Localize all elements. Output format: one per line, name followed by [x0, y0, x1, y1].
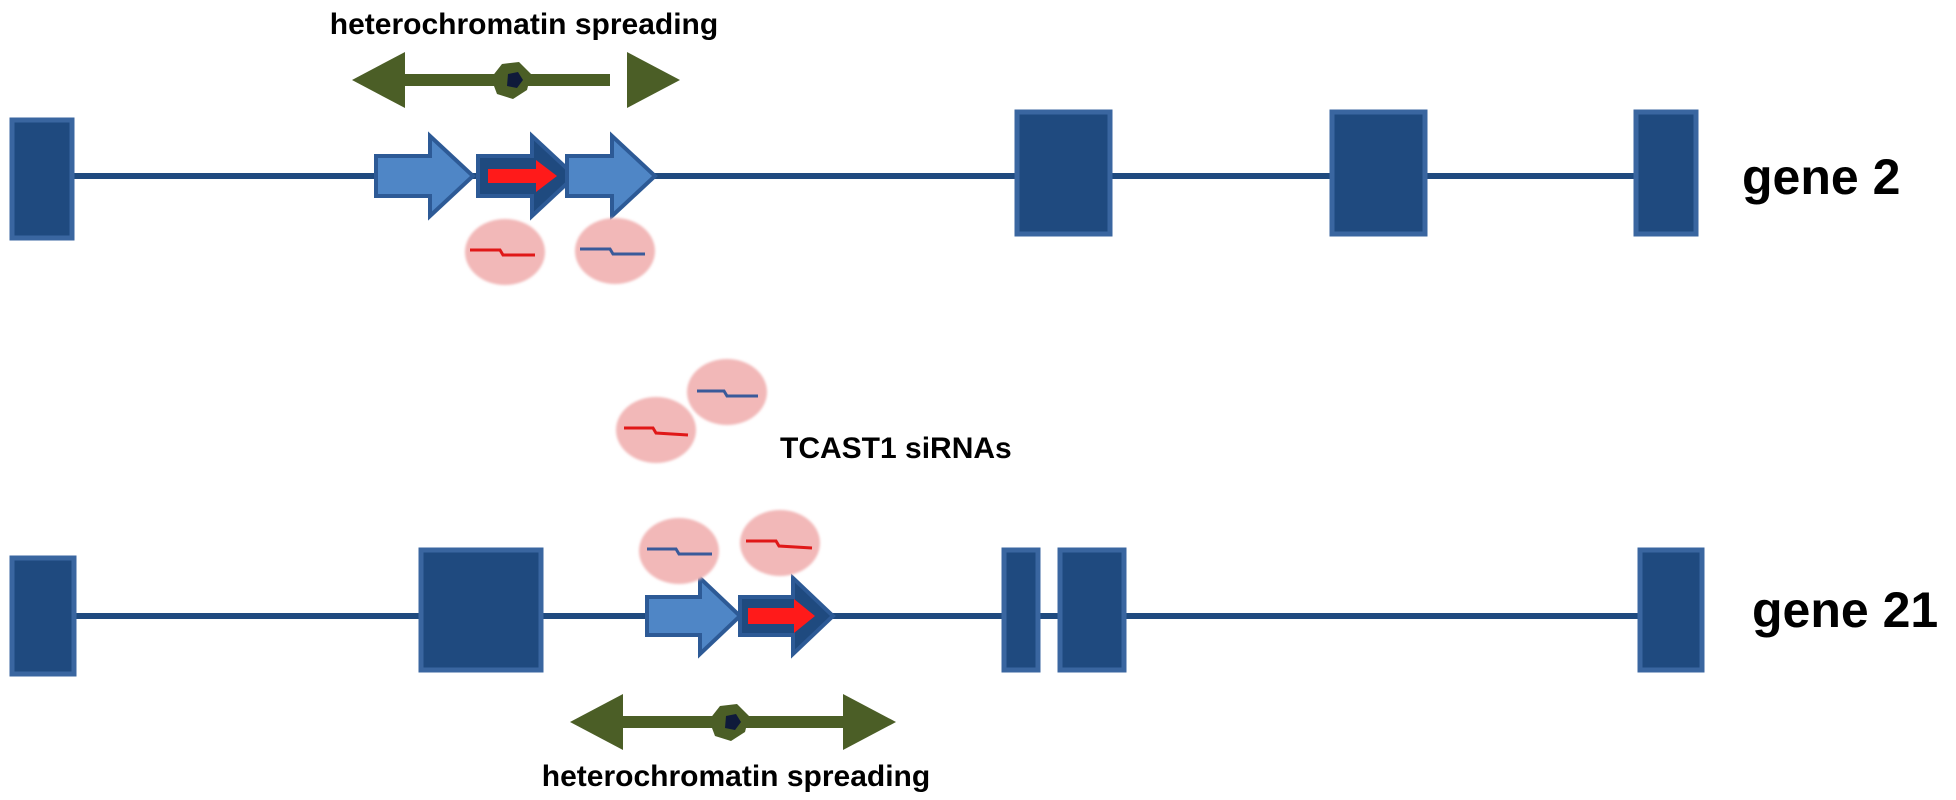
- double-arrow-bottom: [570, 694, 896, 750]
- tcast1-repeat-arrows-top: [374, 131, 658, 221]
- red-repeat-arrow: [748, 599, 815, 633]
- heterochromatin-spreading-top: heterochromatin spreading: [330, 8, 718, 108]
- spreading-label-top: heterochromatin spreading: [330, 8, 718, 41]
- exon: [1637, 547, 1705, 673]
- repeat-arrow: [565, 131, 658, 221]
- exon: [1057, 547, 1127, 673]
- repeat-arrow: [374, 131, 476, 221]
- sirna-circle: [687, 359, 767, 425]
- gene-2-structure: [9, 109, 1699, 285]
- free-sirnas: TCAST1 siRNAs: [616, 359, 1012, 465]
- sirna-circles-top: [465, 218, 655, 285]
- sirna-circles-bottom: [639, 510, 820, 584]
- sirna-circle: [616, 397, 696, 463]
- gene-21-structure: [9, 510, 1705, 677]
- sirna-label: TCAST1 siRNAs: [780, 432, 1012, 465]
- gene-21-label: gene 21: [1752, 582, 1938, 638]
- exon: [1014, 109, 1113, 237]
- red-repeat-arrow: [488, 160, 557, 192]
- sirna-circle: [740, 510, 820, 576]
- sirna-circle: [639, 518, 719, 584]
- gene-2-label: gene 2: [1742, 149, 1900, 205]
- exon: [1001, 547, 1041, 673]
- exon: [9, 555, 77, 677]
- exon: [418, 547, 544, 673]
- exon: [1329, 109, 1428, 237]
- double-arrow-top: [352, 52, 680, 108]
- exon: [1633, 109, 1699, 237]
- heterochromatin-spreading-bottom: heterochromatin spreading: [542, 694, 930, 793]
- exon: [9, 117, 75, 241]
- sirna-circle: [575, 218, 655, 284]
- spreading-label-bottom: heterochromatin spreading: [542, 760, 930, 793]
- sirna-circle: [465, 219, 545, 285]
- tcast1-repeat-arrows-bottom: [645, 573, 836, 659]
- repeat-arrow: [645, 573, 743, 659]
